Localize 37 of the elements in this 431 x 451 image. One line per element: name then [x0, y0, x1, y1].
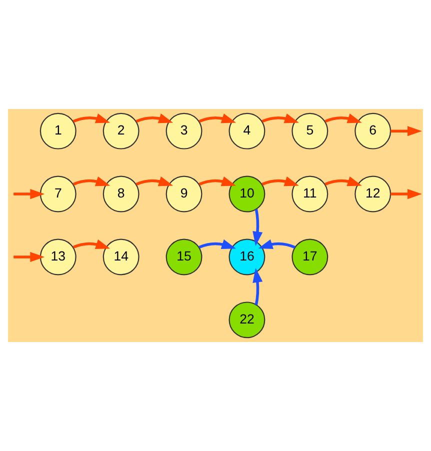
arrow	[72, 239, 110, 249]
arrow	[72, 114, 110, 124]
arrow	[324, 114, 362, 124]
arrow	[258, 239, 296, 249]
arrow	[198, 239, 236, 249]
arrow	[390, 188, 422, 200]
node-circle: 15	[166, 238, 202, 276]
node-circle: 17	[292, 238, 328, 276]
node-circle: 5	[292, 112, 328, 150]
node-circle: 3	[166, 112, 202, 150]
node-circle: 10	[228, 176, 266, 212]
node-circle: 8	[102, 176, 140, 212]
arrow	[252, 208, 263, 246]
node-circle: 12	[354, 176, 392, 212]
arrow	[390, 126, 422, 136]
arrow	[252, 268, 263, 306]
arrow	[14, 188, 45, 200]
node-circle: 4	[228, 112, 266, 150]
arrow	[262, 176, 299, 186]
arrow	[262, 114, 299, 124]
arrow	[198, 176, 236, 186]
node-circle: 14	[102, 238, 140, 276]
node-circle: 7	[40, 176, 76, 212]
node-circle: 22	[228, 302, 266, 338]
arrow	[136, 176, 174, 186]
node-circle: 13	[40, 238, 76, 276]
node-circle: 11	[292, 176, 328, 212]
arrow	[72, 176, 110, 186]
arrow	[136, 114, 174, 124]
node-circle: 9	[166, 176, 202, 212]
node-circle: 1	[40, 112, 76, 150]
node-circle: 2	[102, 112, 140, 150]
node-circle: 6	[354, 112, 392, 150]
node-circle: 16	[228, 238, 266, 276]
arrow	[324, 176, 362, 186]
arrow	[198, 114, 236, 124]
arrow	[14, 252, 45, 262]
